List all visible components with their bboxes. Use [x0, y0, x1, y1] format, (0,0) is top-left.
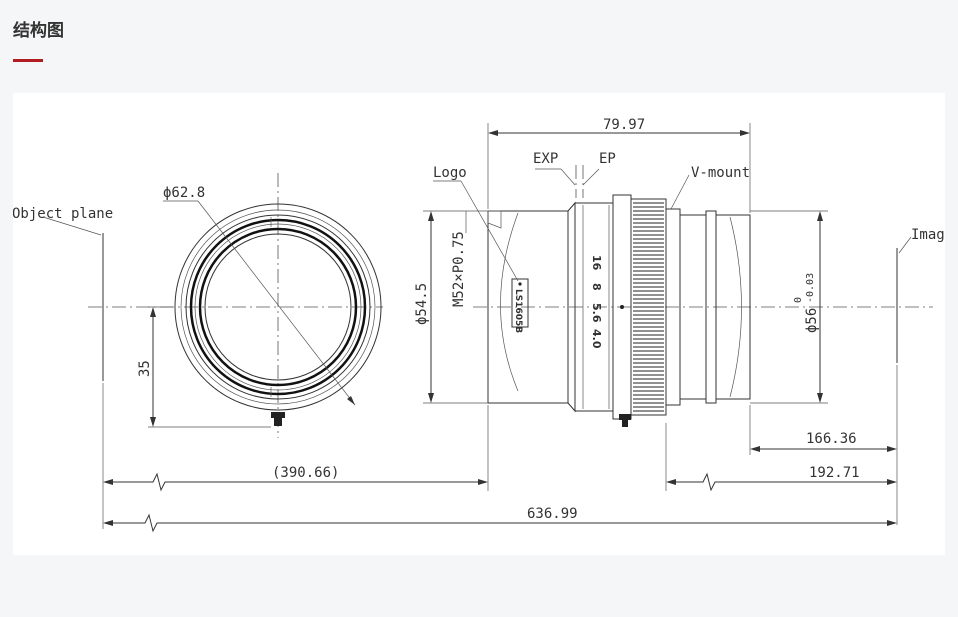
- back-166-label: 166.36: [806, 431, 857, 447]
- body-length-label: 79.97: [603, 117, 645, 133]
- knob-height-arrow-top: [150, 307, 156, 317]
- back-192-label: 192.71: [809, 465, 860, 481]
- total-length-dim-line: [105, 513, 895, 533]
- body-length-arrow-right: [740, 130, 750, 136]
- aperture-value-1: 16: [590, 255, 603, 271]
- body-diameter-arrow-bottom: [428, 393, 434, 403]
- thread-label: M52×P0.75: [451, 231, 467, 307]
- aperture-value-2: 8: [590, 283, 603, 291]
- lens-structure-drawing: Object plane Image ϕ62.8 35: [13, 117, 945, 533]
- total-length-label: 636.99: [527, 506, 578, 522]
- side-knob: [619, 414, 631, 420]
- front-ring-3: [185, 214, 371, 400]
- body-diameter-label: ϕ54.5: [414, 283, 430, 325]
- ep-label: EP: [599, 151, 616, 167]
- mount-diameter-arrow-top: [817, 211, 823, 221]
- front-ring-5: [194, 223, 362, 391]
- model-label-dot: [518, 282, 522, 286]
- front-ring-6: [198, 227, 358, 387]
- structure-drawing-card: Object plane Image ϕ62.8 35: [13, 93, 945, 555]
- front-ring-2: [180, 209, 376, 405]
- body-diameter-arrow-top: [428, 211, 434, 221]
- mount-tol-upper: 0: [793, 297, 804, 303]
- image-plane-leader: [898, 236, 912, 254]
- ep-leader: [582, 168, 600, 186]
- lens-front-view: ϕ62.8 35: [137, 185, 382, 428]
- back-166-arrow-right: [887, 446, 897, 452]
- model-label-box: [511, 278, 529, 328]
- aperture-value-3: 5.6: [590, 303, 603, 323]
- mount-diameter-arrow-bottom: [817, 393, 823, 403]
- diameter-leader: [197, 200, 356, 406]
- v-mount-leader: [670, 174, 690, 210]
- front-ring-4: [189, 218, 367, 396]
- object-distance-arrow-right: [478, 479, 488, 485]
- front-knob: [271, 412, 285, 418]
- logo-leader: [460, 180, 519, 282]
- exp-leader: [560, 168, 576, 186]
- aperture-value-4: 4.0: [590, 329, 603, 349]
- mount-tol-lower: -0.03: [805, 273, 816, 303]
- barrel-step: [567, 201, 576, 413]
- focus-ring-knurl: [633, 202, 664, 412]
- back-192-arrow-left: [666, 479, 676, 485]
- side-knob-base: [622, 420, 628, 427]
- title-accent-bar: [13, 59, 43, 62]
- total-length-arrow-right: [887, 520, 897, 526]
- front-lens-curve: [500, 212, 519, 392]
- object-plane-leader: [42, 216, 102, 236]
- outer-diameter-label: ϕ62.8: [163, 185, 205, 201]
- front-inner-glass: [204, 233, 352, 381]
- object-distance-dim-line: [105, 472, 486, 492]
- exp-label: EXP: [533, 151, 558, 167]
- back-166-arrow-left: [750, 446, 760, 452]
- front-barrel: [487, 210, 569, 404]
- model-label: LS1605B: [513, 289, 523, 333]
- object-distance-arrow-left: [103, 479, 113, 485]
- back-192-dim-line: [668, 472, 895, 492]
- knob-height-arrow-bottom: [150, 417, 156, 427]
- logo-mark: [487, 210, 502, 229]
- index-dot: [620, 305, 624, 309]
- lens-side-view: LS1605B 16 8 5.6 4.0: [487, 194, 751, 427]
- diameter-arrow: [347, 396, 355, 405]
- front-outer-ring: [174, 203, 382, 411]
- total-length-arrow-left: [103, 520, 113, 526]
- knob-height-label: 35: [137, 360, 153, 377]
- v-mount-label: V-mount: [691, 165, 750, 181]
- back-192-arrow-right: [887, 479, 897, 485]
- rear-lens-curve: [729, 216, 742, 398]
- logo-label: Logo: [433, 165, 467, 181]
- section-title: 结构图: [13, 21, 64, 41]
- front-knob-base: [274, 418, 282, 426]
- mount-diameter-label: ϕ56: [804, 308, 820, 333]
- v-mount: [715, 214, 751, 400]
- object-plane-label: Object plane: [13, 206, 113, 222]
- image-plane-label: Image: [911, 227, 945, 243]
- object-distance-label: (390.66): [272, 465, 339, 481]
- body-length-arrow-left: [488, 130, 498, 136]
